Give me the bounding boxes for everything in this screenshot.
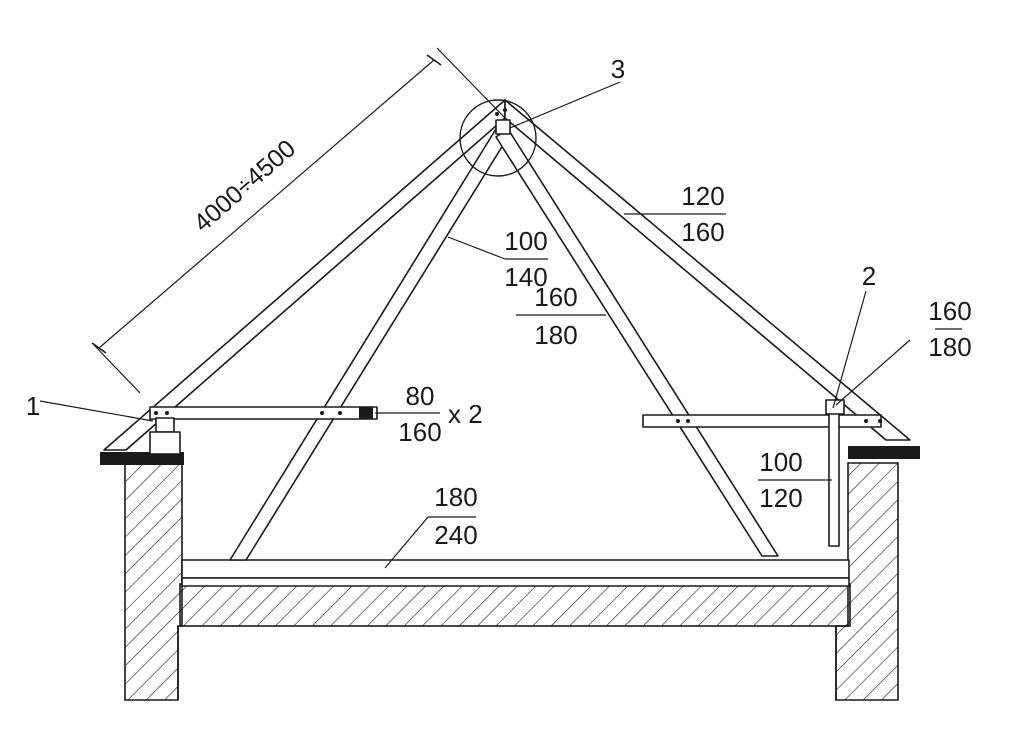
post-section-den: 120 — [759, 483, 802, 513]
mauerlat-left — [155, 417, 175, 433]
rafter-section-den: 160 — [681, 217, 724, 247]
ceiling-slab — [179, 583, 851, 627]
rafter-section-num: 120 — [681, 181, 724, 211]
tie-beam-num: 80 — [406, 381, 435, 411]
post-right — [828, 410, 840, 547]
masonry-left-wall — [124, 462, 183, 701]
floor-beam — [181, 559, 850, 587]
mauerlat-den: 180 — [928, 332, 971, 362]
masonry-structure — [100, 446, 920, 701]
cornice-left — [100, 452, 184, 465]
mauerlat-left-support — [149, 431, 181, 455]
callout-2: 2 — [862, 261, 876, 291]
rafter-right — [504, 99, 911, 441]
floor-beam-den: 240 — [434, 520, 477, 550]
callout-1: 1 — [26, 391, 40, 421]
post-section-num: 100 — [759, 447, 802, 477]
cornice-right — [848, 446, 920, 459]
inner-left-strut-num: 100 — [504, 226, 547, 256]
ridge-node — [459, 99, 537, 177]
inner-right-strut-num: 160 — [534, 282, 577, 312]
mauerlat-num: 160 — [928, 296, 971, 326]
tie-beam-right — [642, 414, 882, 428]
ridge-detail-circle — [459, 99, 537, 177]
rafter-left — [103, 99, 506, 451]
tie-beam-multiplier: x 2 — [448, 399, 483, 429]
floor-beam-num: 180 — [434, 482, 477, 512]
inner-right-strut-den: 180 — [534, 320, 577, 350]
tie-beam-left — [149, 406, 378, 420]
leader-lines — [39, 81, 962, 569]
inner-left-strut-den: 140 — [504, 262, 547, 292]
tie-beam-den: 160 — [398, 417, 441, 447]
callout-3: 3 — [611, 54, 625, 84]
